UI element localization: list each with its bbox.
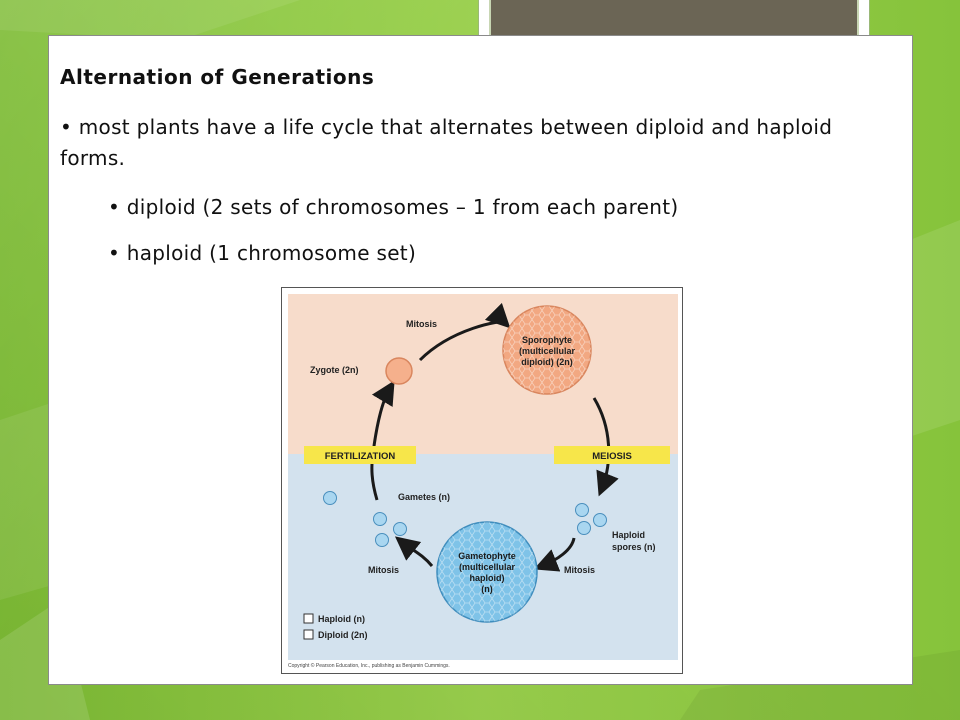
meiosis-label: MEIOSIS [592,451,632,462]
sporophyte-label-3: diploid) (2n) [521,357,573,367]
spore-cell [575,503,589,517]
gametes-label: Gametes (n) [398,492,450,502]
life-cycle-figure: Sporophyte (multicellular diploid) (2n) … [281,287,683,674]
arrow-spores-to-gametophyte [533,537,576,572]
gamete-cell [393,522,407,536]
bullet-haploid: • haploid (1 chromosome set) [108,241,417,265]
legend-diploid-label: Diploid (2n) [318,630,368,640]
slide-title: Alternation of Generations [60,65,375,89]
mitosis-top-label: Mitosis [406,319,437,329]
gametophyte-label-1: Gametophyte [458,551,516,561]
gamete-cell [323,491,337,505]
gamete-cell [373,512,387,526]
legend-haploid-label: Haploid (n) [318,614,365,624]
haploid-spores-label-2: spores (n) [612,542,656,552]
life-cycle-diagram: Sporophyte (multicellular diploid) (2n) … [288,294,678,669]
mitosis-left-label: Mitosis [368,565,399,575]
mitosis-right-label: Mitosis [564,565,595,575]
bullet-life-cycle: • most plants have a life cycle that alt… [60,115,833,170]
copyright-text: Copyright © Pearson Education, Inc., pub… [288,662,450,669]
haploid-spores-label-1: Haploid [612,530,645,540]
gametophyte-label-2: (multicellular [459,562,516,572]
zygote-cell [385,357,413,385]
sporophyte-label-2: (multicellular [519,346,576,356]
gametophyte-label-3: haploid) [470,573,505,583]
meiosis-bar [554,446,670,464]
arrow-gametophyte-to-gametes [394,536,434,567]
fertilization-label: FERTILIZATION [325,451,396,462]
gamete-cell [375,533,389,547]
spore-cell [593,513,607,527]
diploid-region [288,294,678,454]
gametophyte-label-4: (n) [481,584,493,594]
arrow-zygote-to-sporophyte [418,302,511,362]
legend-haploid-swatch [303,613,314,624]
bullet-diploid: • diploid (2 sets of chromosomes – 1 fro… [108,195,679,219]
legend-diploid-swatch [303,629,314,640]
spore-cell [577,521,591,535]
arrow-sporophyte-to-meiosis [592,397,619,497]
sporophyte-label-1: Sporophyte [522,335,572,345]
fertilization-bar [304,446,416,464]
zygote-label: Zygote (2n) [310,365,359,375]
